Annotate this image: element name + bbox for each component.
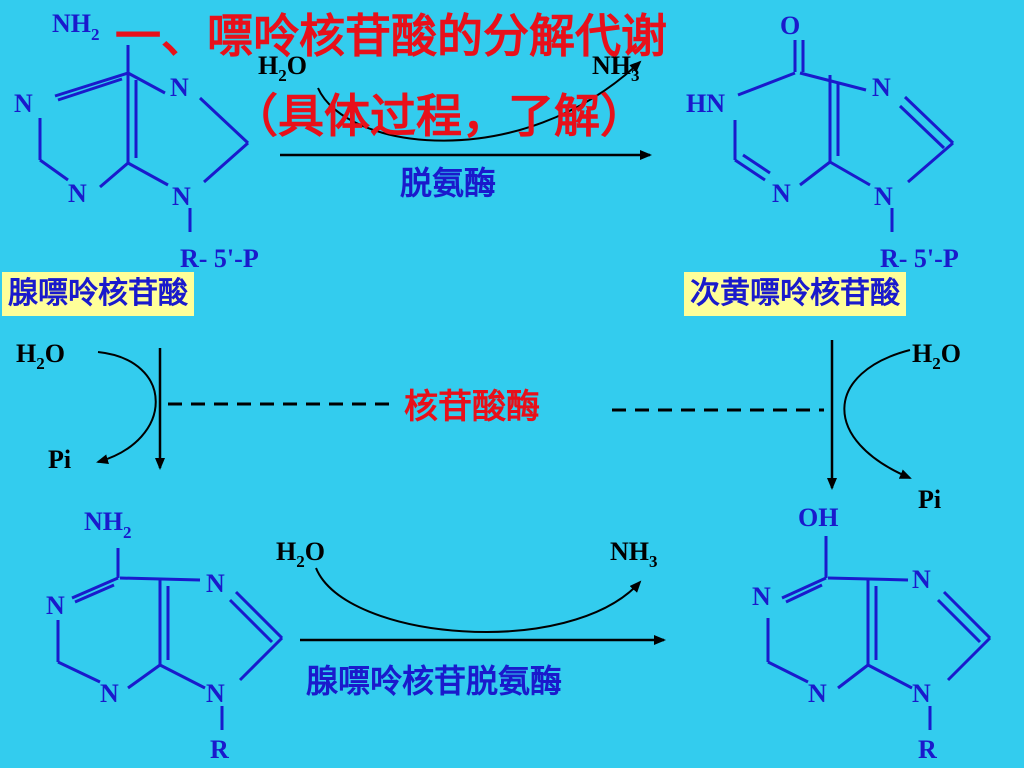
- imp-o: O: [780, 11, 800, 40]
- imp-structure: [733, 40, 955, 232]
- left-h2o: H2O: [16, 339, 65, 373]
- imp-ribose-phosphate: R- 5'-P: [880, 244, 959, 273]
- top-enzyme: 脱氨酶: [400, 164, 496, 202]
- amp-nh2: NH2: [52, 9, 100, 44]
- imp-hn: HN: [686, 89, 725, 118]
- label-imp: 次黄嘌呤核苷酸: [684, 272, 906, 316]
- adenosine-r: R: [210, 735, 229, 764]
- imp-n9: N: [874, 182, 893, 211]
- top-h2o: H2O: [258, 51, 307, 85]
- amp-structure: [38, 45, 250, 232]
- inosine-oh: OH: [798, 503, 838, 532]
- title-line2: （具体过程，了解）: [232, 89, 646, 143]
- amp-n7: N: [170, 73, 189, 102]
- right-pi: Pi: [918, 485, 941, 514]
- imp-n7: N: [872, 73, 891, 102]
- left-pi: Pi: [48, 445, 71, 474]
- amp-ribose-phosphate: R- 5'-P: [180, 244, 259, 273]
- adenosine-nh2: NH2: [84, 507, 132, 542]
- inosine-structure: [766, 536, 992, 730]
- title-line1: 一、嘌呤核苷酸的分解代谢: [115, 9, 667, 63]
- adenosine-n7: N: [206, 569, 225, 598]
- adenosine-n9: N: [206, 679, 225, 708]
- adenosine-n3: N: [100, 679, 119, 708]
- inosine-n7: N: [912, 565, 931, 594]
- amp-n3: N: [68, 179, 87, 208]
- middle-enzyme: 核苷酸酶: [404, 387, 540, 427]
- adenosine-structure: [56, 548, 284, 730]
- amp-n9: N: [172, 182, 191, 211]
- right-h2o: H2O: [912, 339, 961, 373]
- top-curved-arrow: [317, 60, 642, 142]
- label-amp: 腺嘌呤核苷酸: [2, 272, 194, 316]
- inosine-n3: N: [808, 679, 827, 708]
- bottom-enzyme: 腺嘌呤核苷脱氨酶: [306, 662, 562, 700]
- bottom-h2o: H2O: [276, 537, 325, 571]
- imp-n3: N: [772, 179, 791, 208]
- inosine-r: R: [918, 735, 937, 764]
- bottom-nh3: NH3: [610, 537, 658, 571]
- inosine-n1: N: [752, 582, 771, 611]
- amp-n1: N: [14, 89, 33, 118]
- left-curved-arrow: [96, 351, 157, 465]
- top-nh3: NH3: [592, 51, 640, 85]
- right-curved-arrow: [843, 349, 912, 479]
- inosine-n9: N: [912, 679, 931, 708]
- adenosine-n1: N: [46, 591, 65, 620]
- bottom-curved-arrow: [315, 567, 642, 633]
